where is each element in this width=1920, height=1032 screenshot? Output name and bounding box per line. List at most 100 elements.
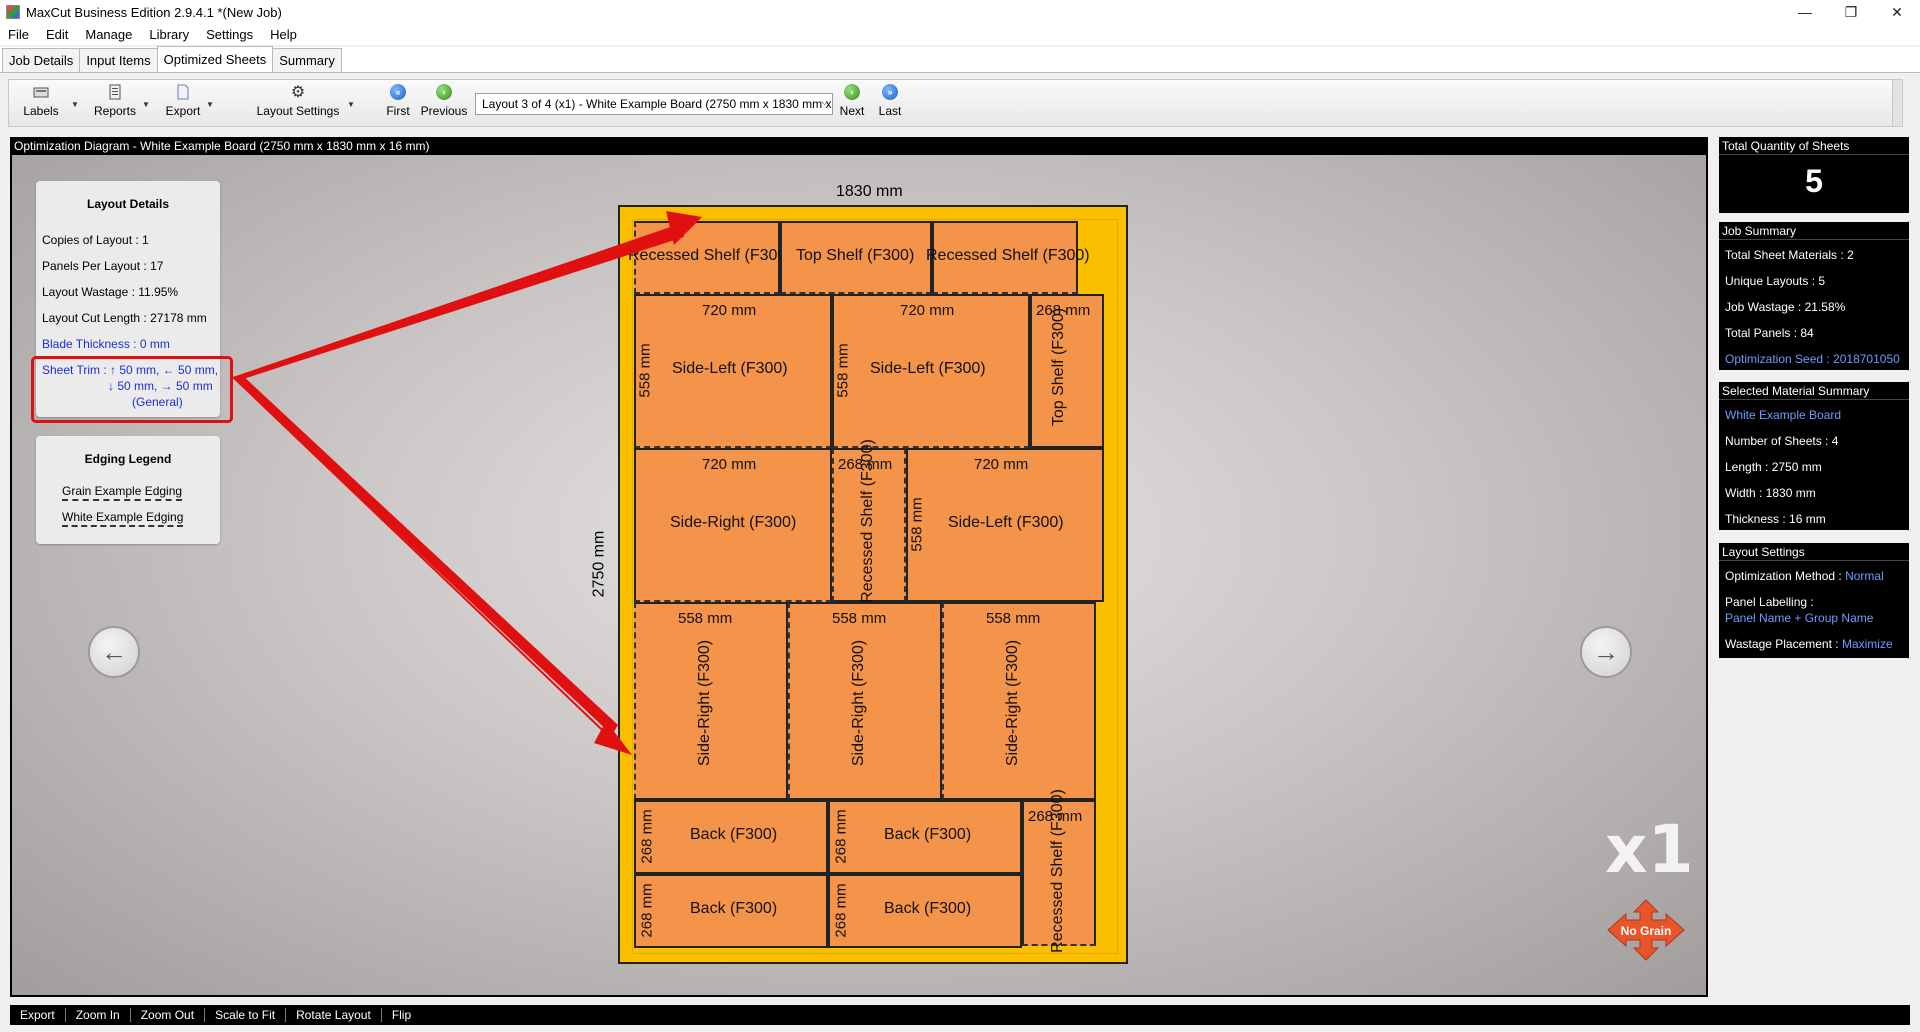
title-bar: MaxCut Business Edition 2.9.4.1 *(New Jo… [0,0,1920,24]
tab-input-items[interactable]: Input Items [79,48,158,72]
next-layout-arrow-icon[interactable]: → [1580,626,1632,678]
sheet-board[interactable]: Recessed Shelf (F300) Top Shelf (F300) R… [618,205,1128,964]
export-dropdown-icon[interactable]: ▼ [206,100,214,109]
layout-settings-dropdown-icon[interactable]: ▼ [347,100,355,109]
layout-details-card: Layout Details Copies of Layout : 1 Pane… [36,181,220,417]
gear-icon: ⚙ [290,84,306,101]
menu-library[interactable]: Library [149,27,190,42]
panel-recessed-shelf-4[interactable]: 268 mm Recessed Shelf (F300) [1022,789,1096,953]
first-button[interactable]: « First [381,84,415,124]
copies-of-layout: Copies of Layout : 1 [42,233,149,247]
labels-button[interactable]: Labels [21,84,61,124]
layout-settings-button[interactable]: ⚙ Layout Settings [245,84,351,124]
zoom-in-button[interactable]: Zoom In [66,1008,131,1022]
window-controls: — ❐ ✕ [1782,0,1920,24]
material-thickness: Thickness : 16 mm [1725,512,1826,526]
annotation-arrows [232,211,702,755]
panel-back-1[interactable]: Back (F300) 268 mm [634,800,828,874]
bottom-action-bar: Export Zoom In Zoom Out Scale to Fit Rot… [10,1005,1910,1025]
toolbar-scrollbar[interactable] [1892,80,1902,126]
tab-summary[interactable]: Summary [272,48,342,72]
layout-wastage: Layout Wastage : 11.95% [42,285,179,299]
material-summary-title: Selected Material Summary [1719,382,1909,400]
wastage-placement: Wastage Placement : Maximize [1725,637,1893,651]
sheet-width-label: 1830 mm [836,183,903,200]
optimization-seed-label: Optimization Seed : [1725,352,1830,366]
total-sheets-title: Total Quantity of Sheets [1719,137,1909,155]
window-title: MaxCut Business Edition 2.9.4.1 *(New Jo… [26,4,282,20]
diagram-header: Optimization Diagram - White Example Boa… [10,137,1708,155]
tab-optimized-sheets[interactable]: Optimized Sheets [156,46,274,72]
no-grain-icon [1607,899,1685,961]
reports-button[interactable]: Reports [85,84,145,124]
maximize-icon[interactable]: ❐ [1844,3,1858,20]
export-icon [174,84,192,100]
panel-side-left-3[interactable]: 720 mm Side-Left (F300) 558 mm [906,448,1104,602]
sheet-trim-highlight [31,356,233,423]
panel-recessed-shelf-2[interactable]: Recessed Shelf (F300) [926,221,1090,294]
optimization-method-value[interactable]: Normal [1845,569,1884,583]
menu-settings[interactable]: Settings [206,27,254,42]
zoom-out-button[interactable]: Zoom Out [131,1008,206,1022]
panel-width-dim: 720 mm [702,456,757,473]
last-button[interactable]: » Last [873,84,907,124]
menu-edit[interactable]: Edit [45,27,69,42]
previous-layout-arrow-icon[interactable]: ← [88,626,140,678]
previous-button[interactable]: ‹ Previous [419,84,469,124]
scale-to-fit-button[interactable]: Scale to Fit [205,1008,287,1022]
first-label: First [386,104,410,118]
edging-white-example: White Example Edging [62,510,184,527]
previous-icon: ‹ [436,84,452,100]
material-length: Length : 2750 mm [1725,460,1822,474]
menu-manage[interactable]: Manage [85,27,133,42]
panel-back-3[interactable]: Back (F300) 268 mm [634,874,828,948]
material-name-link[interactable]: White Example Board [1725,408,1842,422]
flip-button[interactable]: Flip [391,1008,412,1022]
reports-dropdown-icon[interactable]: ▼ [142,100,150,109]
panel-side-right-3[interactable]: 558 mm Side-Right (F300) [788,602,942,800]
next-button[interactable]: › Next [835,84,869,124]
panel-top-shelf-2[interactable]: 268 mm Top Shelf (F300) [1030,294,1104,448]
panel-width-dim: 268 mm [838,456,893,473]
menu-file[interactable]: File [8,27,29,42]
panel-side-right-4[interactable]: 558 mm Side-Right (F300) [942,602,1096,800]
export-diagram-button[interactable]: Export [10,1008,66,1022]
labels-dropdown-icon[interactable]: ▼ [71,100,79,109]
panel-label: Top Shelf (F300) [796,247,915,264]
export-button[interactable]: Export [155,84,211,124]
panel-width-dim: 720 mm [974,456,1029,473]
optimization-method-label: Optimization Method : [1725,569,1842,583]
sheet-trim-line-1[interactable]: Sheet Trim : ↑ 50 mm, ← 50 mm, [42,363,219,377]
panel-width-dim: 268 mm [1028,808,1083,825]
diagram-area[interactable]: Layout Details Copies of Layout : 1 Pane… [10,155,1708,997]
blade-thickness[interactable]: Blade Thickness : 0 mm [42,337,170,351]
minimize-icon[interactable]: — [1798,4,1812,20]
close-icon[interactable]: ✕ [1891,3,1903,20]
first-icon: « [390,84,406,100]
wastage-placement-value[interactable]: Maximize [1841,637,1893,651]
panel-label: Back (F300) [884,826,972,843]
panel-labelling-value[interactable]: Panel Name + Group Name [1725,611,1874,625]
panel-top-shelf-1[interactable]: Top Shelf (F300) [780,221,932,294]
menu-help[interactable]: Help [270,27,297,42]
panel-side-right-1[interactable]: 720 mm Side-Right (F300) [634,448,832,602]
optimization-seed[interactable]: Optimization Seed : 2018701050 [1725,352,1900,366]
tab-job-details[interactable]: Job Details [2,48,81,72]
layout-select[interactable]: Layout 3 of 4 (x1) - White Example Board… [475,93,833,115]
edging-legend-card: Edging Legend Grain Example Edging White… [36,436,220,544]
last-label: Last [878,104,902,118]
sheet-trim-line-3[interactable]: (General) [132,395,183,409]
material-summary-panel: Selected Material Summary White Example … [1719,382,1909,530]
panel-side-left-2[interactable]: 720 mm Side-Left (F300) 558 mm [832,294,1030,448]
panel-back-4[interactable]: Back (F300) 268 mm [828,874,1022,948]
panel-recessed-shelf-3[interactable]: 268 mm Recessed Shelf (F300) [832,439,906,603]
panel-side-left-1[interactable]: 720 mm Side-Left (F300) 558 mm [634,294,832,448]
panel-side-right-2[interactable]: 558 mm Side-Right (F300) [634,602,788,800]
panel-labelling-label: Panel Labelling : [1725,595,1814,609]
panel-back-2[interactable]: Back (F300) 268 mm [828,800,1022,874]
sheet-trim-line-2[interactable]: ↓ 50 mm, → 50 mm [108,379,213,393]
app-icon [6,5,20,19]
toolbar: Labels ▼ Reports ▼ Export ▼ ⚙ Layout Set… [8,79,1903,127]
panel-label: Back (F300) [690,826,778,843]
rotate-layout-button[interactable]: Rotate Layout [286,1008,382,1022]
